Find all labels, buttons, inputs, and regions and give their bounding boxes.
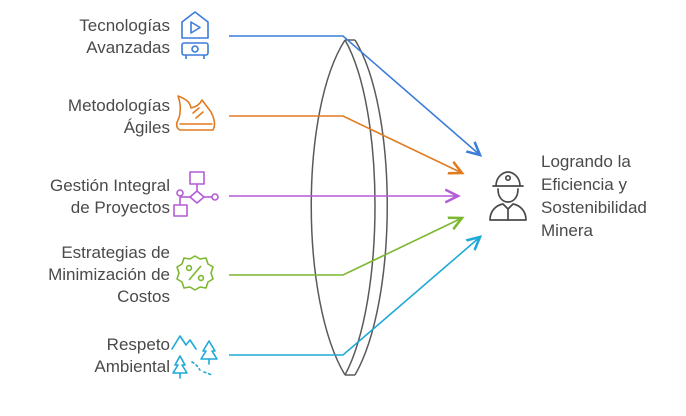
factor-label-line: Estrategias de: [61, 243, 170, 262]
factor-label-estrategias: Estrategias de Minimización de Costos: [0, 242, 170, 308]
factor-label-metodologias: Metodologías Ágiles: [0, 95, 170, 139]
lens-back-edge: [354, 39, 388, 376]
factor-label-line: Tecnologías: [79, 16, 170, 35]
lens-front-edge: [344, 39, 376, 376]
factor-label-line: Respeto: [106, 335, 170, 354]
factor-label-line: Ambiental: [94, 357, 170, 376]
arrow-tecnologias: [229, 35, 480, 155]
factor-label-line: Gestión Integral: [49, 176, 170, 195]
lens-shape: [310, 39, 388, 376]
factor-label-line: Minimización de: [48, 265, 170, 284]
arrow-metodologias: [229, 115, 462, 173]
factor-label-line: Costos: [117, 287, 170, 306]
factor-label-line: Avanzadas: [86, 38, 170, 57]
factor-label-gestion: Gestión Integral de Proyectos: [0, 175, 170, 219]
factor-label-line: Metodologías: [67, 96, 170, 115]
video-tech-icon: [181, 11, 209, 59]
arrow-estrategias: [229, 218, 462, 276]
result-label-line: Minera: [541, 221, 593, 240]
result-label-line: Eficiencia y: [541, 175, 627, 194]
factor-label-line: Ágiles: [123, 118, 170, 137]
factor-label-line: de Proyectos: [70, 198, 170, 217]
flowchart-icon: [173, 171, 219, 217]
percent-badge-icon: [176, 255, 214, 291]
lens-left-edge: [310, 39, 346, 376]
factor-label-respeto: Respeto Ambiental: [0, 334, 170, 378]
arrow-respeto: [229, 237, 480, 356]
result-label: Logrando la Eficiencia y Sostenibilidad …: [541, 150, 681, 242]
nature-trees-icon: [171, 335, 218, 379]
running-shoe-icon: [175, 95, 216, 131]
miner-worker-icon: [489, 171, 527, 221]
factor-label-tecnologias: Tecnologías Avanzadas: [0, 15, 170, 59]
result-label-line: Logrando la: [541, 152, 631, 171]
result-label-line: Sostenibilidad: [541, 198, 647, 217]
